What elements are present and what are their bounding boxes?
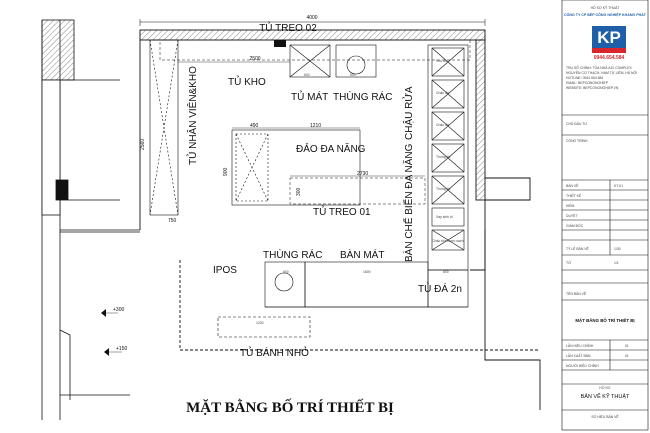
level-300-text: +300 xyxy=(113,307,124,313)
tb-row-0-value: KT-01 xyxy=(614,184,623,188)
tb-cong-trinh: CÔNG TRÌNH xyxy=(566,138,588,143)
tb-v02: 01 xyxy=(625,354,629,358)
dim-2730-text: 2730 xyxy=(357,171,368,177)
small-chau-da-1: Chậu đá xyxy=(436,91,449,95)
kitchen-walls xyxy=(139,29,541,410)
tb-nguoi-hieu-chinh: NGƯỜI HIỆU CHỈNH xyxy=(566,363,599,368)
company-logo: KP xyxy=(592,26,626,53)
dim-1600-text: 1600 xyxy=(363,270,371,274)
label-ipos: IPOS xyxy=(213,265,237,276)
right-sink-column xyxy=(427,44,469,271)
tu-mat-unit xyxy=(289,44,331,78)
label-ban-che-bien: BÀN CHẾ BIẾN ĐA NĂNG xyxy=(402,143,415,262)
hood-block xyxy=(274,40,286,47)
dim-2500-text: 2500 xyxy=(249,56,260,62)
tb-sheet-label: TỜ xyxy=(566,260,571,265)
small-kho-do: Kho đồ xyxy=(436,59,447,63)
small-thung-da-2: Thùng đá xyxy=(436,187,450,191)
dim-490-text: 490 xyxy=(250,123,259,129)
tb-lan-xuat-ban: LẦN XUẤT BẢN xyxy=(566,353,591,358)
tb-ho-so: HỒ SƠ xyxy=(599,385,610,390)
left-wall xyxy=(41,19,140,420)
tb-lan-hieu-chinh: LẦN HIỆU CHỈNH xyxy=(566,343,594,348)
label-tu-nhan-vien: TỦ NHÂN VIÊN&KHO xyxy=(186,66,199,165)
thung-rac-top-unit xyxy=(335,44,377,78)
small-chau-da-2: Chậu đá xyxy=(436,123,449,127)
tu-nhan-vien-cabinet xyxy=(149,39,179,216)
dim-4000: 4000 xyxy=(139,15,486,26)
level-marker-150: +150 xyxy=(104,346,127,356)
dim-2560-text: 2560 xyxy=(140,139,146,150)
dao-da-nang-island xyxy=(231,127,361,206)
label-thung-rac-top: THÙNG RÁC xyxy=(333,90,392,103)
small-xay-sinh-to: Xay sinh tố xyxy=(436,215,453,219)
drawing-title: MẶT BẰNG BỐ TRÍ THIẾT BỊ xyxy=(186,398,394,416)
tb-row-3-label: DUYỆT xyxy=(566,213,578,218)
dim-900-text: 900 xyxy=(223,167,229,176)
level-150-text: +150 xyxy=(116,346,127,352)
tb-row-0-label: BẢN VẼ xyxy=(566,183,579,188)
tb-scale-value: 1/30 xyxy=(614,247,621,251)
label-tu-kho: TỦ KHO xyxy=(228,75,266,88)
company-name: CÔNG TY CP BẾP CÔNG NGHIỆP KHANG PHÁT xyxy=(564,12,647,17)
dim-600a-text: 600 xyxy=(304,73,310,77)
dim-600d-text: 600 xyxy=(443,270,449,274)
dim-1210-text: 1210 xyxy=(310,123,321,129)
level-marker-300: +300 xyxy=(101,307,124,317)
tb-v01: 01 xyxy=(625,344,629,348)
tb-row-2-label: KIỂM xyxy=(566,203,574,208)
tu-treo-02-outline xyxy=(159,39,471,61)
tb-row-4-label: GIÁM ĐỐC xyxy=(566,223,584,228)
label-dao-da-nang: ĐẢO ĐA NĂNG xyxy=(296,142,366,155)
company-info-4: EMAIL: BEPCONGNGHIEP xyxy=(566,81,609,85)
dim-600c-text: 600 xyxy=(283,270,289,274)
label-tu-da: TỦ ĐÁ 2n xyxy=(418,282,462,295)
small-thung-da-1: Thùng đá xyxy=(436,155,450,159)
bottom-counter xyxy=(217,261,469,338)
tb-scale-label: TỶ LỆ BẢN VẼ xyxy=(566,246,590,251)
dim-4000-text: 4000 xyxy=(306,15,317,21)
logo-text: KP xyxy=(597,28,621,47)
company-info-5: WEBSITE: BEPCONGNGHIEP.VN xyxy=(566,86,619,90)
tb-drawing-name: MẶT BẰNG BỐ TRÍ THIẾT BỊ xyxy=(575,318,634,323)
tb-row-1-label: THIẾT KẾ xyxy=(566,193,582,198)
small-chau-rua-nuoc-sach: Chậu rửa nước sạch xyxy=(432,239,464,243)
tu-treo-01-outline xyxy=(289,177,426,205)
company-hotline: 0944.654.584 xyxy=(594,55,625,61)
dim-600b-text: 600 xyxy=(350,73,356,77)
label-tu-treo-02: TỦ TREO 02 xyxy=(259,21,317,34)
title-block xyxy=(561,0,649,431)
tb-chu-dau-tu: CHỦ ĐẦU TƯ xyxy=(566,121,587,126)
tb-ten-ban-ve: TÊN BẢN VẼ xyxy=(566,291,587,296)
company-info-2: NGUYỄN CƠ THẠCH, NAM TỪ LIÊM, HÀ NỘI xyxy=(566,70,637,75)
company-header: HỒ SƠ KỸ THUẬT xyxy=(591,5,620,10)
tb-ban-ve-ky-thuat: BẢN VẼ KỸ THUẬT xyxy=(581,393,630,400)
dim-750-text: 750 xyxy=(168,218,177,224)
tb-sheet-value: 1/1 xyxy=(614,261,619,265)
tb-so-hieu: SỐ HIỆU BẢN VẼ xyxy=(591,414,619,419)
label-chau-rua: CHẬU RỬA xyxy=(402,86,415,140)
label-thung-rac-bottom: THÙNG RÁC xyxy=(263,248,322,261)
company-info-3: HOTLINE: 0944 654 584 xyxy=(566,76,603,80)
company-info-1: TRỤ SỞ CHÍNH: TÒA NHÀ A10 COMPLEX xyxy=(566,65,633,70)
dim-1200-text: 1200 xyxy=(256,321,264,325)
label-tu-banh-nho: TỦ BÁNH NHỎ xyxy=(240,346,309,359)
label-ban-mat: BÀN MÁT xyxy=(340,248,384,261)
label-tu-mat: TỦ MÁT xyxy=(291,90,328,103)
label-tu-treo-01: TỦ TREO 01 xyxy=(313,205,371,218)
dim-300-text: 300 xyxy=(296,187,302,196)
